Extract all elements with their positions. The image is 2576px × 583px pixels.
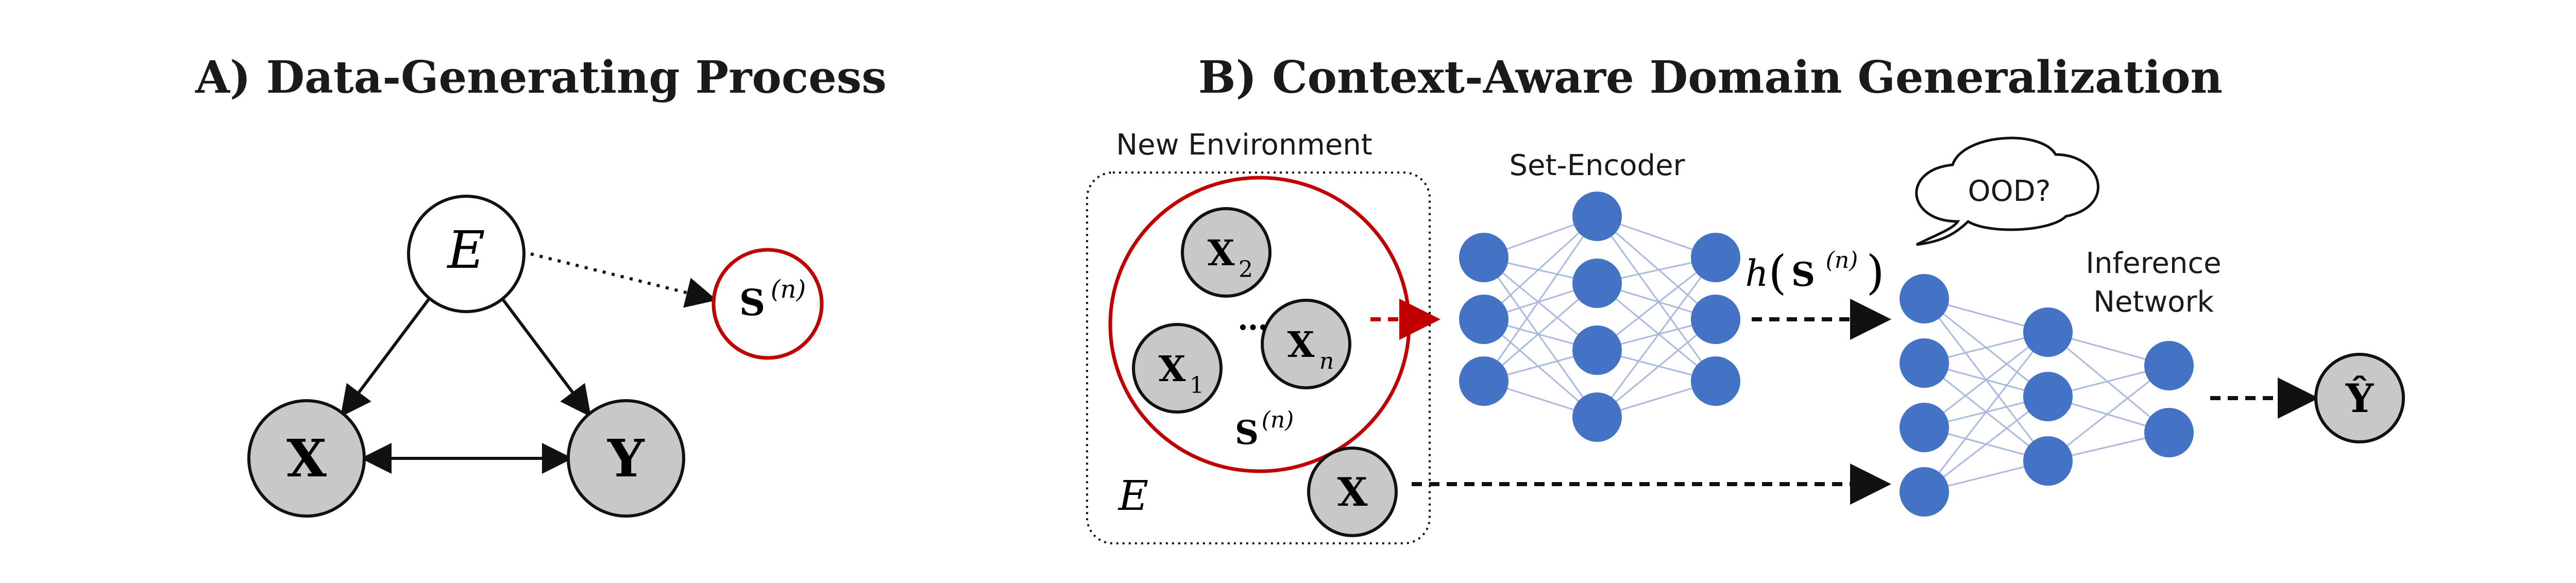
h-label-sup: (n) [1826,247,1858,273]
set-encoder-neuron [1691,233,1740,282]
set-node-x2-label: X [1208,233,1235,274]
panel-a-title: A) Data-Generating Process [195,52,886,104]
set-node-xn-label: X [1287,324,1315,366]
panel-a: A) Data-Generating Process E S (n) X Y [195,52,887,518]
node-x: X [247,399,366,518]
node-e: E [407,195,526,313]
inference-neuron [2023,307,2073,357]
inference-neuron [1900,338,1949,388]
set-encoder-edge [1597,256,1716,351]
edge-e-to-s [530,252,717,308]
h-label-s: S [1791,255,1815,294]
set-encoder-edge [1483,282,1598,382]
set-node-xn: X n [1261,299,1351,389]
node-y-label: Y [607,428,645,489]
set-encoder-edge [1596,216,1717,382]
inference-neuron [2023,436,2073,486]
inference-neuron [2144,341,2194,390]
set-encoder-neuron [1459,233,1509,282]
inference-neuron [1900,274,1949,323]
environment-label: New Environment [1116,128,1372,162]
set-encoder-network [1459,192,1740,442]
set-encoder-neuron [1572,325,1622,375]
environment-e-label: E [1117,472,1148,520]
edge-e-to-x [340,287,438,417]
inference-edge [2047,365,2170,462]
edge-e-to-y [493,287,591,417]
query-node-x-label: X [1337,469,1368,515]
ood-bubble: OOD? [1915,136,2099,246]
set-encoder-neuron [1691,295,1740,344]
inference-label-line1: Inference [2086,247,2221,280]
set-node-x1: X 1 [1132,323,1223,414]
query-node-x: X [1307,447,1398,537]
node-s-sup: (n) [771,275,806,304]
set-encoder-edge [1483,318,1598,418]
inference-neuron [1900,403,1949,452]
set-encoder-edge [1483,216,1598,382]
set-encoder-neuron [1459,295,1509,344]
set-encoder-neuron [1572,192,1622,241]
inference-neuron [2144,408,2194,457]
inference-edge [1924,331,2048,428]
inference-label-line2: Network [2093,285,2214,319]
set-encoder-neuron [1459,356,1509,406]
set-encoder-edge [1597,318,1716,418]
inference-neuron [1900,467,1949,517]
set-label-s: S [1235,414,1259,452]
ood-bubble-text: OOD? [1968,175,2051,208]
h-label: h ( S (n) ) [1745,246,1884,300]
inference-neuron [2023,372,2073,421]
h-label-h: h [1745,252,1768,295]
node-y: Y [567,399,685,518]
set-encoder-neuron [1572,259,1622,308]
node-x-label: X [286,428,327,489]
environment-box [1086,172,1431,544]
inference-edge [1923,332,2049,492]
panel-b-title: B) Context-Aware Domain Generalization [1198,52,2223,104]
set-node-xn-sub: n [1319,348,1334,374]
set-encoder-edge [1483,215,1598,320]
node-s: S (n) [711,248,824,360]
inference-network [1900,274,2194,517]
set-encoder-neuron [1691,356,1740,406]
set-encoder-edge [1596,257,1717,418]
inference-edge [1924,396,2048,493]
set-node-x1-label: X [1159,349,1186,390]
panel-b: B) Context-Aware Domain Generalization N… [1086,52,2405,544]
output-node-label: Ŷ [2345,375,2374,421]
set-encoder-label: Set-Encoder [1509,149,1685,182]
set-encoder-edge [1483,257,1598,418]
set-encoder-edge [1597,282,1716,382]
set-encoder-neuron [1572,392,1622,442]
output-node-yhat: Ŷ [2314,353,2405,443]
set-node-x2-sub: 2 [1239,256,1253,283]
node-e-label: E [447,220,485,280]
set-ellipsis: … [1238,301,1268,337]
h-paren-open: ( [1768,246,1786,300]
set-label-sup: (n) [1262,407,1294,433]
h-paren-close: ) [1866,246,1884,300]
set-node-x2: X 2 [1181,207,1272,298]
set-encoder-edge [1597,215,1716,320]
inference-edge [2047,331,2170,434]
set-node-x1-sub: 1 [1190,372,1204,399]
node-s-label: S [739,281,766,324]
